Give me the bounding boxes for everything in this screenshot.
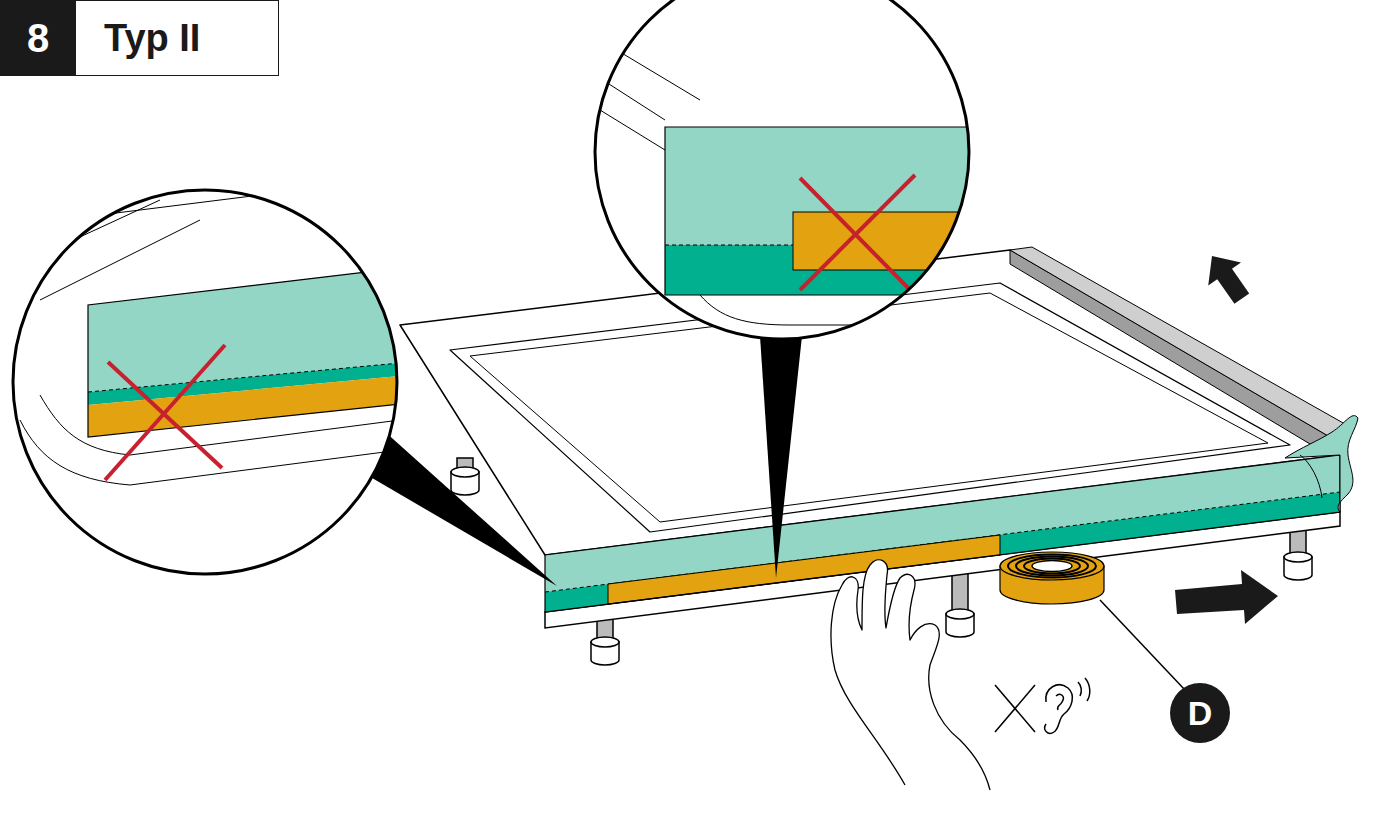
no-sound-symbol <box>995 678 1090 733</box>
magnifier-pointer <box>355 430 557 586</box>
wall-profile <box>1010 250 1335 456</box>
part-callout: D <box>1170 683 1230 743</box>
heading-text: Typ II <box>104 19 200 57</box>
detail-magnifier <box>595 0 1000 339</box>
leader-line <box>1100 600 1185 690</box>
hand <box>831 560 990 790</box>
direction-arrow <box>1196 245 1259 311</box>
heading-text: 8 <box>27 18 49 58</box>
type-label: Typ II <box>75 0 279 76</box>
sealing-tape <box>608 535 1000 604</box>
callout-letter: D <box>1188 696 1213 730</box>
magnifier-pointer <box>760 336 802 578</box>
direction-arrow <box>1175 570 1278 624</box>
seal-band-fold <box>1300 455 1322 498</box>
step-number: 8 <box>0 0 76 76</box>
seal-band-corner <box>1285 416 1358 512</box>
wall-profile-top <box>1010 247 1352 440</box>
tape-roll <box>1000 552 1104 604</box>
detail-magnifier <box>13 190 400 574</box>
